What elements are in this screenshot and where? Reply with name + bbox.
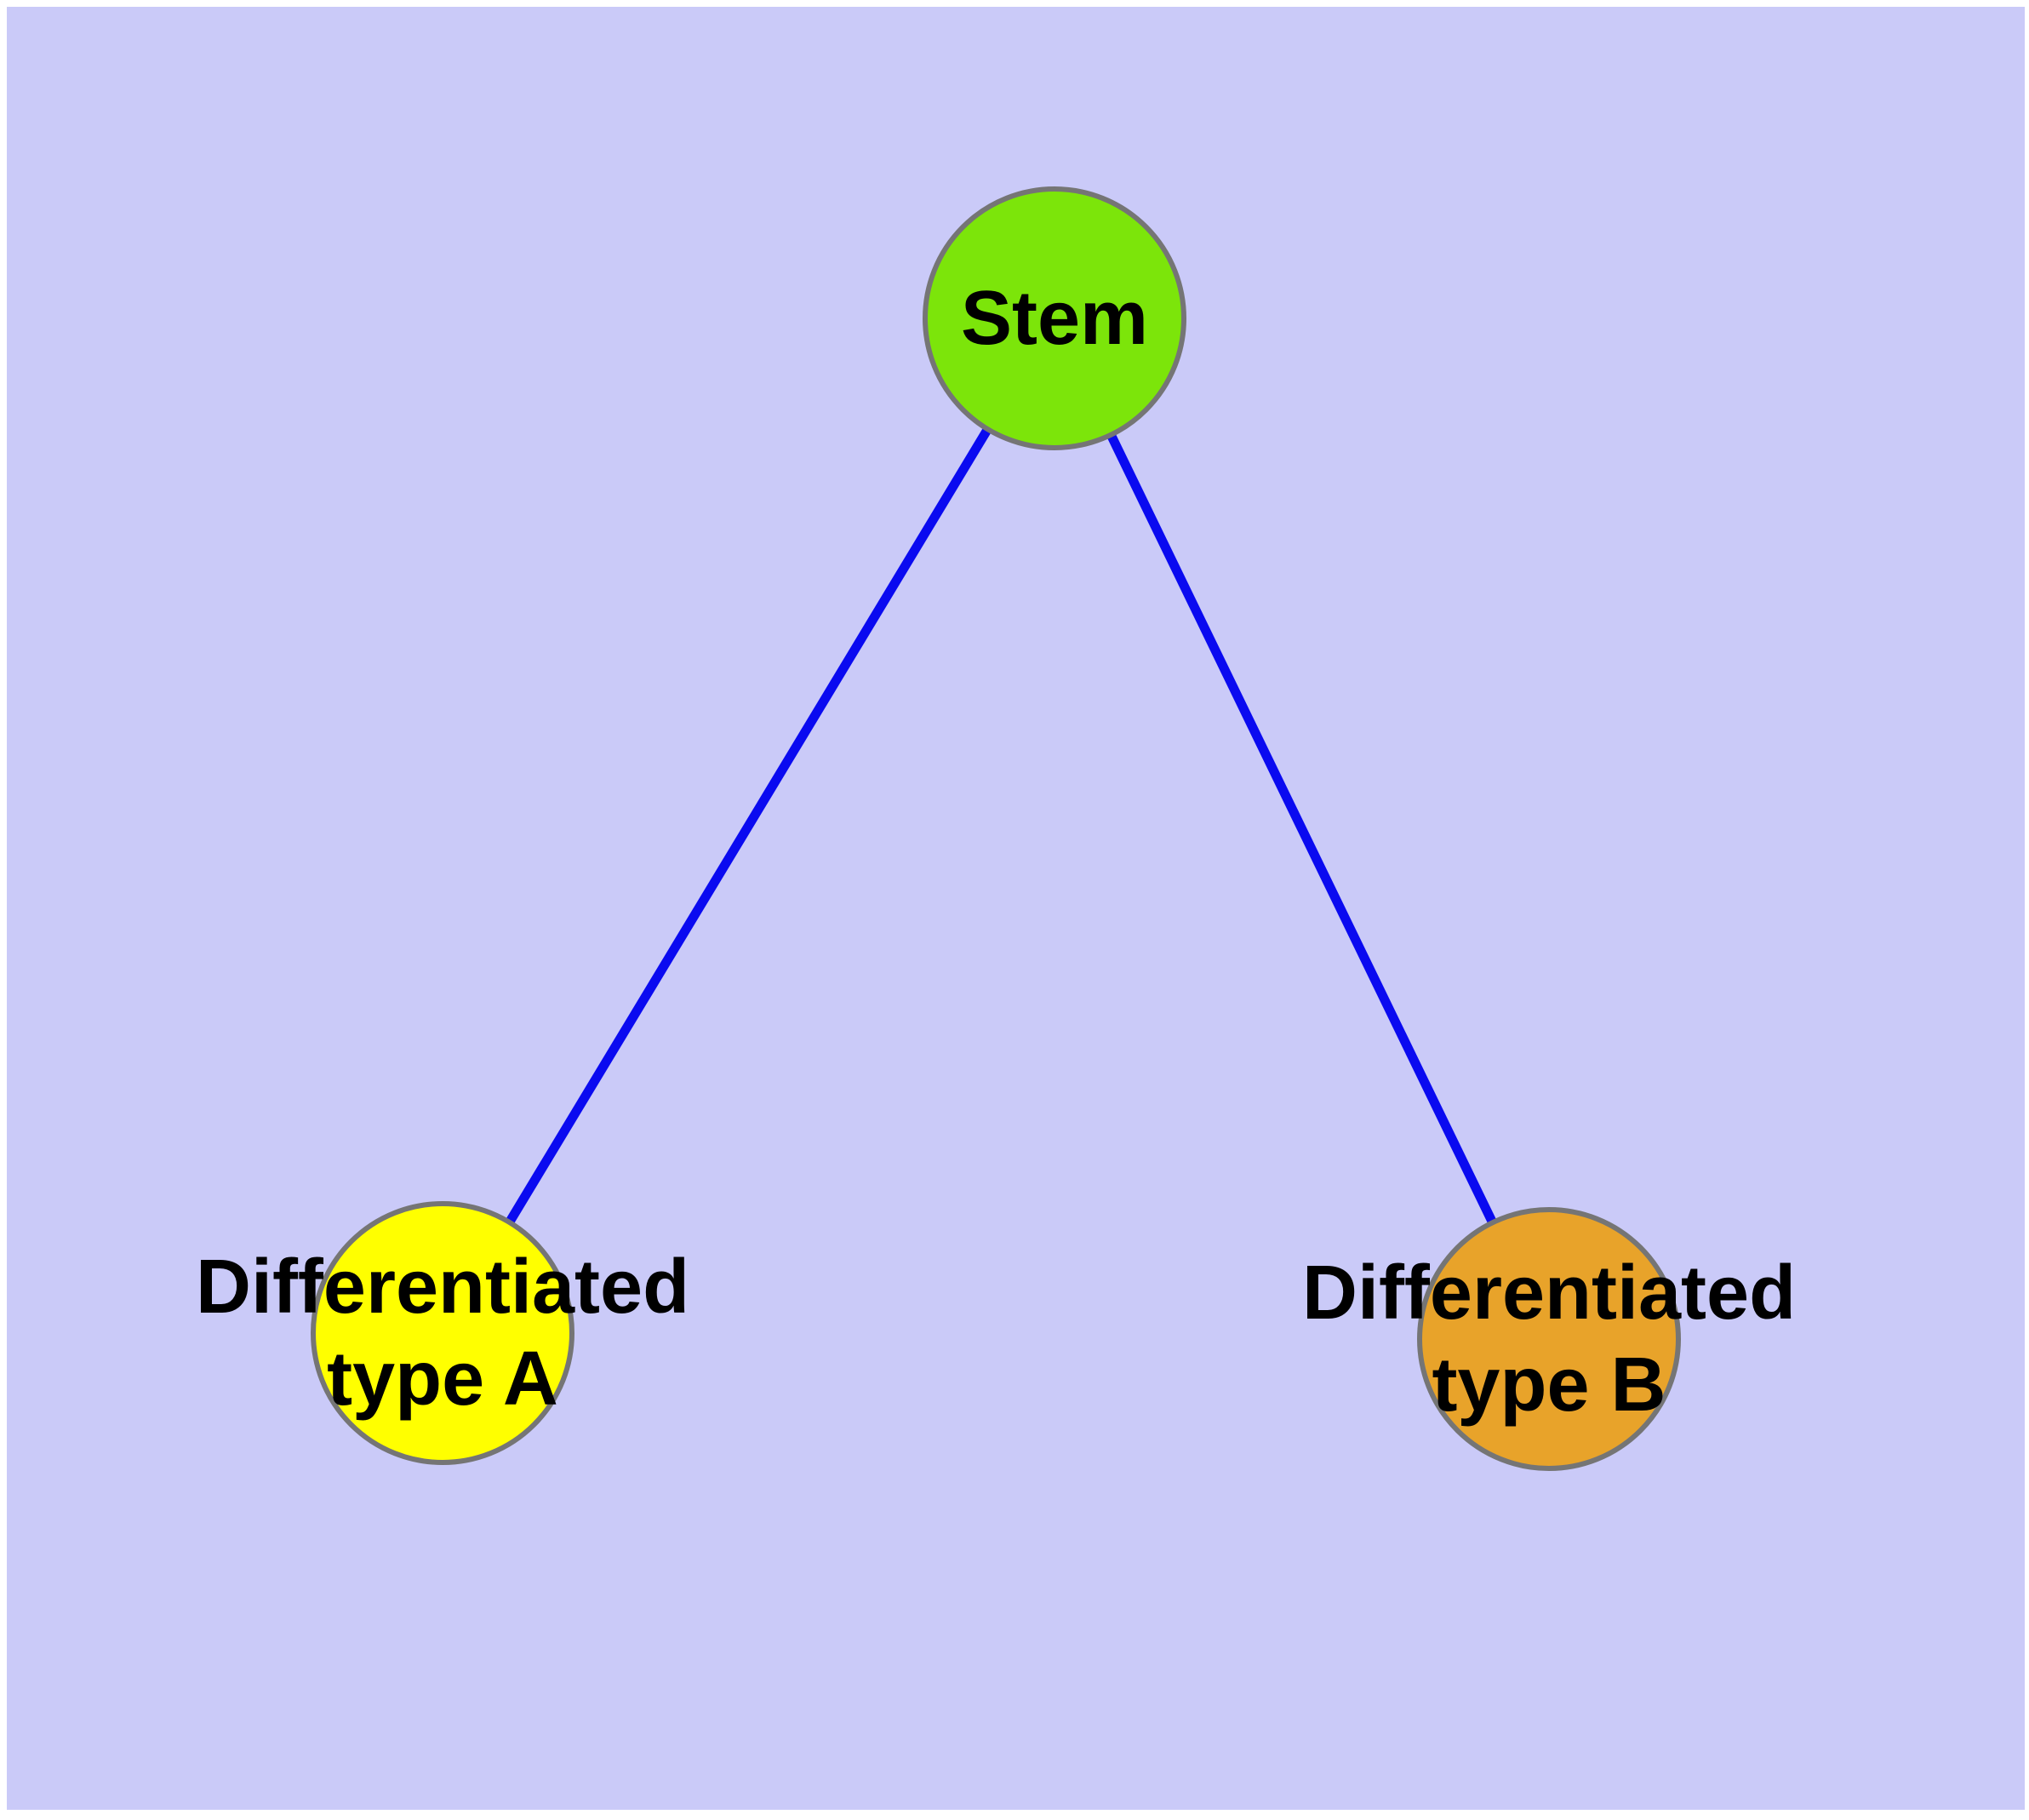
node-type-b-circle (1417, 1207, 1681, 1471)
node-type-b-label: Differentiated type B (1301, 1251, 1797, 1428)
node-type-a-circle (311, 1201, 574, 1465)
edge-stem-to-type-b (1050, 316, 1553, 1342)
node-stem-label: Stem (960, 276, 1149, 361)
node-stem-circle (923, 186, 1186, 450)
edge-stem-to-type-a (438, 316, 1059, 1336)
node-type-a-label: Differentiated type A (195, 1245, 690, 1422)
